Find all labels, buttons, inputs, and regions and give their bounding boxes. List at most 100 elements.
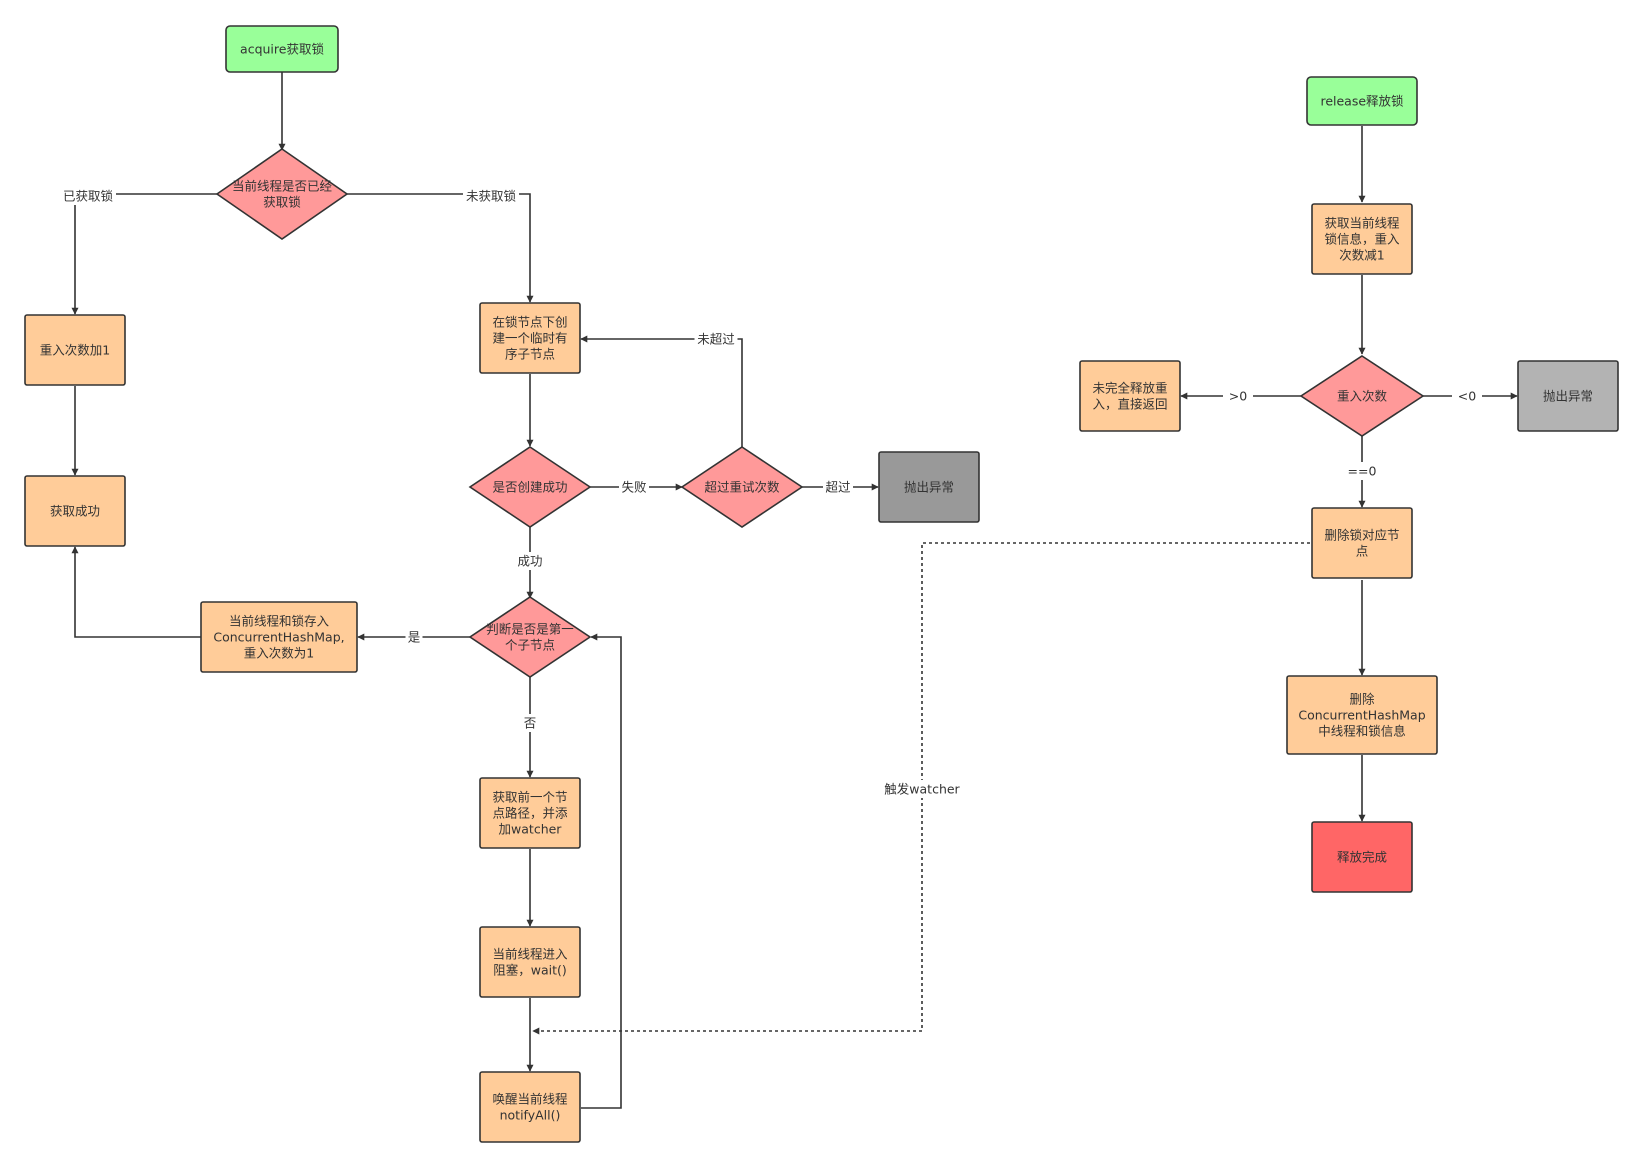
edge-label-trigger-watcher: 触发watcher xyxy=(861,780,983,798)
edge-label-text: >0 xyxy=(1229,389,1247,404)
edge-label-background xyxy=(694,330,738,348)
node-text-line: 当前线程和锁存入 xyxy=(229,614,330,629)
decision-diamond xyxy=(1299,355,1425,437)
edge-label-background xyxy=(861,780,983,798)
process-box xyxy=(479,302,581,374)
node-text-line: 重入次数 xyxy=(1337,389,1388,404)
edge-label-first-yes: 是 xyxy=(405,628,423,646)
node-throw-acquire: 抛出异常 xyxy=(878,451,980,523)
process-box xyxy=(1306,76,1418,126)
edge-label-text: 失败 xyxy=(621,480,647,495)
node-reentry-count: 重入次数 xyxy=(1299,355,1425,437)
process-box xyxy=(1311,507,1413,579)
process-box xyxy=(1079,360,1181,432)
edge-label-background xyxy=(60,187,116,205)
node-text-line: ConcurrentHashMap xyxy=(1298,708,1425,723)
edge-notify-to-first xyxy=(581,633,622,1109)
process-box xyxy=(1311,821,1413,893)
process-box xyxy=(200,601,358,673)
process-box xyxy=(1286,675,1438,755)
node-acquire-success: 获取成功 xyxy=(24,475,126,547)
edge-label-text: 触发watcher xyxy=(884,782,960,797)
node-text-line: 获取成功 xyxy=(50,504,100,519)
edge-label-first-no: 否 xyxy=(521,714,539,732)
edge-label-text: 已获取锁 xyxy=(63,189,114,204)
node-text-line: 唤醒当前线程 xyxy=(492,1092,568,1107)
node-reentry-inc: 重入次数加1 xyxy=(24,314,126,386)
decision-diamond xyxy=(215,148,349,240)
edge-label-background xyxy=(823,478,853,496)
node-text-line: acquire获取锁 xyxy=(240,42,324,57)
edge-label-create-success: 成功 xyxy=(515,552,545,570)
node-retry-exceeded: 超过重试次数 xyxy=(680,446,804,528)
decision-diamond xyxy=(680,446,804,528)
node-release: release释放锁 xyxy=(1306,76,1418,126)
node-create-ok: 是否创建成功 xyxy=(468,446,592,528)
node-text-line: 在锁节点下创 xyxy=(492,315,567,330)
node-text-line: 重入次数为1 xyxy=(244,646,314,661)
process-box xyxy=(24,314,126,386)
node-text-line: 获取当前线程 xyxy=(1324,216,1400,231)
edge-label-text: 是 xyxy=(408,630,421,645)
node-text-line: 入，直接返回 xyxy=(1092,397,1167,412)
node-text-line: 点 xyxy=(1356,544,1369,559)
decision-diamond xyxy=(468,596,592,678)
edge-label-background xyxy=(619,478,649,496)
edge-store-to-success xyxy=(71,546,201,638)
edge-label-text: ==0 xyxy=(1348,464,1377,479)
node-text-line: 获取锁 xyxy=(263,195,301,210)
edge-label-held-no: 未获取锁 xyxy=(463,187,519,205)
node-text-line: notifyAll() xyxy=(500,1108,561,1123)
edge-label-text: 未获取锁 xyxy=(466,189,517,204)
node-text-line: 锁信息，重入 xyxy=(1324,232,1400,247)
node-text-line: 阻塞，wait() xyxy=(493,963,567,978)
edge-label-create-fail: 失败 xyxy=(619,478,649,496)
node-text-line: 当前线程进入 xyxy=(492,947,568,962)
edge-label-count-lt: <0 xyxy=(1452,387,1482,405)
edge-label-held-yes: 已获取锁 xyxy=(60,187,116,205)
process-box xyxy=(24,475,126,547)
node-text-line: 未完全释放重 xyxy=(1092,381,1167,396)
process-box xyxy=(878,451,980,523)
node-release-done: 释放完成 xyxy=(1311,821,1413,893)
process-box xyxy=(1517,360,1619,432)
edge-check-to-reentry xyxy=(71,193,217,315)
edge-label-count-gt: >0 xyxy=(1223,387,1253,405)
edge-label-background xyxy=(1452,387,1482,405)
node-text-line: 删除 xyxy=(1349,692,1375,707)
edge-label-text: 成功 xyxy=(517,554,542,569)
node-text-line: 抛出异常 xyxy=(904,480,954,495)
node-text-line: ConcurrentHashMap, xyxy=(213,630,344,645)
edge-label-background xyxy=(1223,387,1253,405)
decision-diamond xyxy=(468,446,592,528)
node-text-line: 超过重试次数 xyxy=(704,480,780,495)
process-box xyxy=(479,777,581,849)
node-text-line: 判断是否是第一 xyxy=(486,622,574,637)
edge-label-text: 超过 xyxy=(825,480,851,495)
edge-label-count-eq: ==0 xyxy=(1340,462,1384,480)
edge-label-background xyxy=(405,628,423,646)
process-box xyxy=(1311,203,1413,275)
edge-label-text: 否 xyxy=(524,716,537,731)
process-box xyxy=(479,1071,581,1143)
node-text-line: 序子节点 xyxy=(505,347,555,362)
node-throw-release: 抛出异常 xyxy=(1517,360,1619,432)
node-text-line: 释放完成 xyxy=(1337,850,1387,865)
node-text-line: release释放锁 xyxy=(1320,94,1404,109)
node-text-line: 重入次数加1 xyxy=(40,343,110,358)
node-text-line: 获取前一个节 xyxy=(492,790,567,805)
node-text-line: 个子节点 xyxy=(505,638,555,653)
node-text-line: 加watcher xyxy=(499,822,563,837)
edge-label-retry-exceeded: 超过 xyxy=(823,478,853,496)
edge-label-retry-not-exceeded: 未超过 xyxy=(694,330,738,348)
